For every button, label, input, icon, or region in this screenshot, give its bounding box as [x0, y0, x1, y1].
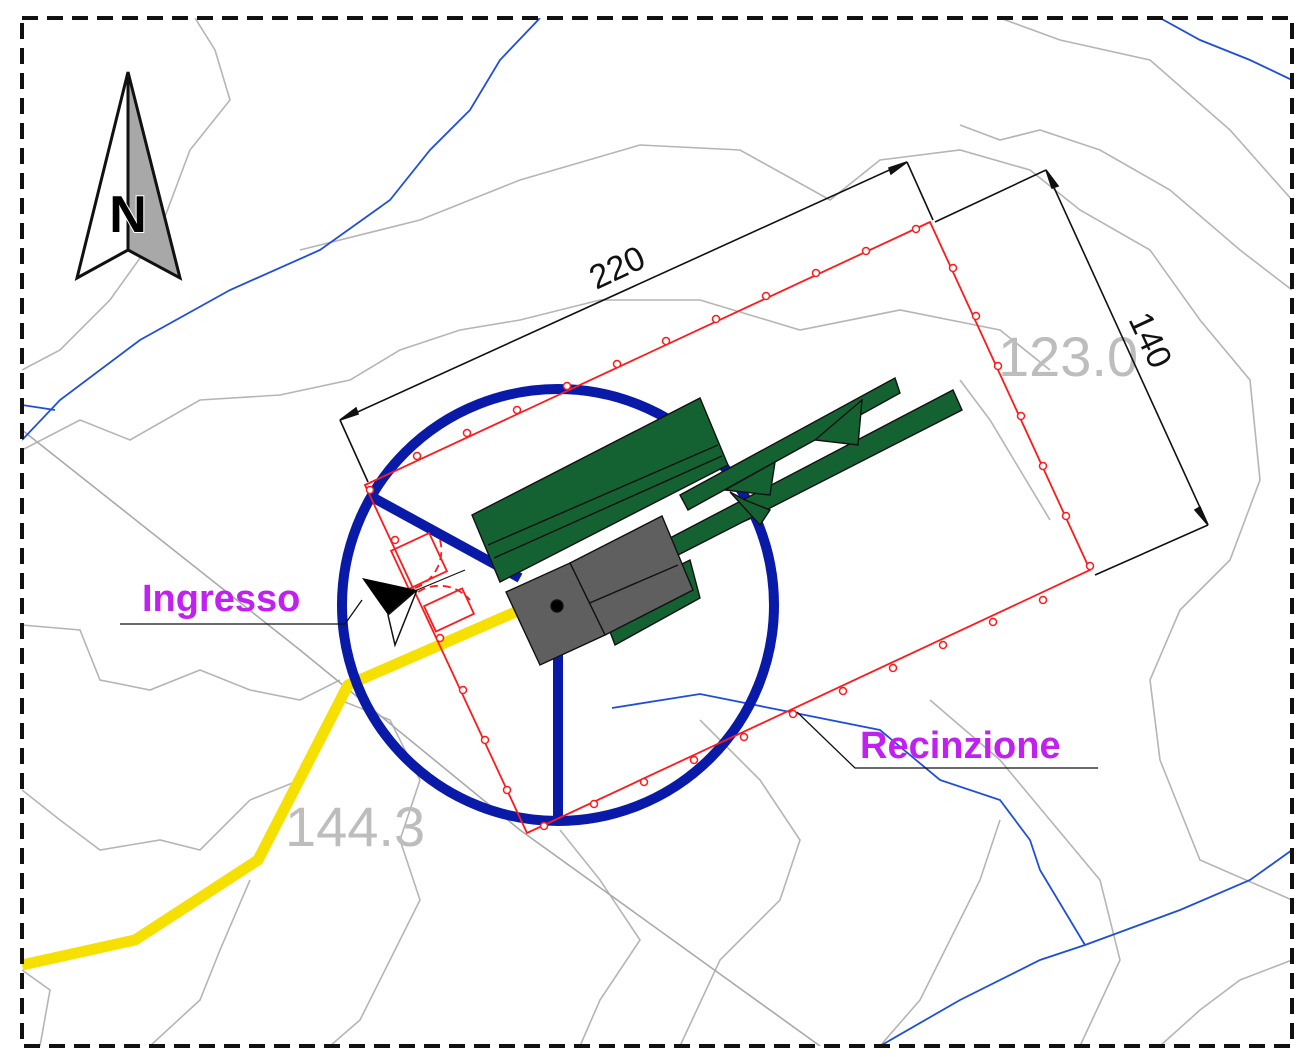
entrance-arrow	[362, 569, 466, 648]
fence-label: Recinzione	[860, 725, 1061, 767]
contour-line	[22, 299, 1051, 451]
contour-line	[149, 879, 251, 1046]
contour-line	[329, 699, 421, 1046]
contour-line	[679, 719, 801, 1046]
contour-line	[22, 779, 301, 851]
cabin-line	[584, 564, 679, 606]
north-letter: N	[109, 186, 147, 244]
equipment	[471, 376, 963, 647]
map-frame	[20, 16, 1294, 1048]
contour-line	[959, 379, 1051, 521]
equipment-brace	[813, 398, 863, 446]
contour-line	[22, 18, 231, 371]
gate-frame	[422, 587, 476, 633]
contour-line	[22, 624, 341, 701]
stream-line	[22, 18, 541, 441]
contour-line	[959, 124, 1292, 291]
map-content: 123.0 144.3	[22, 18, 1292, 1046]
stream-line	[1159, 18, 1292, 81]
contour-line	[929, 699, 1121, 1046]
gate-swing	[417, 584, 471, 601]
stream-line	[879, 849, 1292, 1046]
boundary-line	[22, 429, 821, 1046]
dimension-lines	[339, 161, 1209, 576]
contour-lines	[22, 18, 1292, 1046]
dimension-length: 220	[584, 239, 651, 297]
contour-line	[299, 144, 1292, 901]
stream-line	[22, 404, 56, 411]
stream-line	[611, 693, 1086, 946]
equipment-boom-upper	[679, 376, 901, 511]
elevation-label-lower: 144.3	[285, 795, 425, 858]
tower-center-dot	[550, 599, 564, 613]
equipment-brace	[722, 460, 776, 496]
rotor-circle-outline	[337, 384, 779, 826]
contour-line	[999, 18, 1292, 201]
contour-line	[879, 819, 1001, 1046]
cabin	[505, 515, 694, 666]
entrance-label: Ingresso	[142, 578, 300, 620]
equipment-brace	[729, 491, 772, 527]
fence-posts	[365, 224, 1095, 831]
equipment-stripe	[487, 444, 719, 546]
north-arrow-right	[126, 71, 183, 281]
access-road	[22, 604, 523, 971]
equipment-body	[471, 397, 729, 583]
north-arrow: N	[74, 71, 183, 281]
elevation-label-upper: 123.0	[998, 325, 1138, 388]
contour-line	[22, 969, 51, 1046]
contour-line	[1159, 959, 1292, 1046]
leader-lines	[120, 599, 1098, 769]
equipment-stripe	[493, 455, 723, 559]
contour-line	[559, 829, 641, 1046]
gate-swing	[414, 539, 443, 589]
streams	[22, 18, 1292, 1046]
north-arrow-left	[74, 71, 130, 281]
cabin-front	[505, 562, 606, 666]
